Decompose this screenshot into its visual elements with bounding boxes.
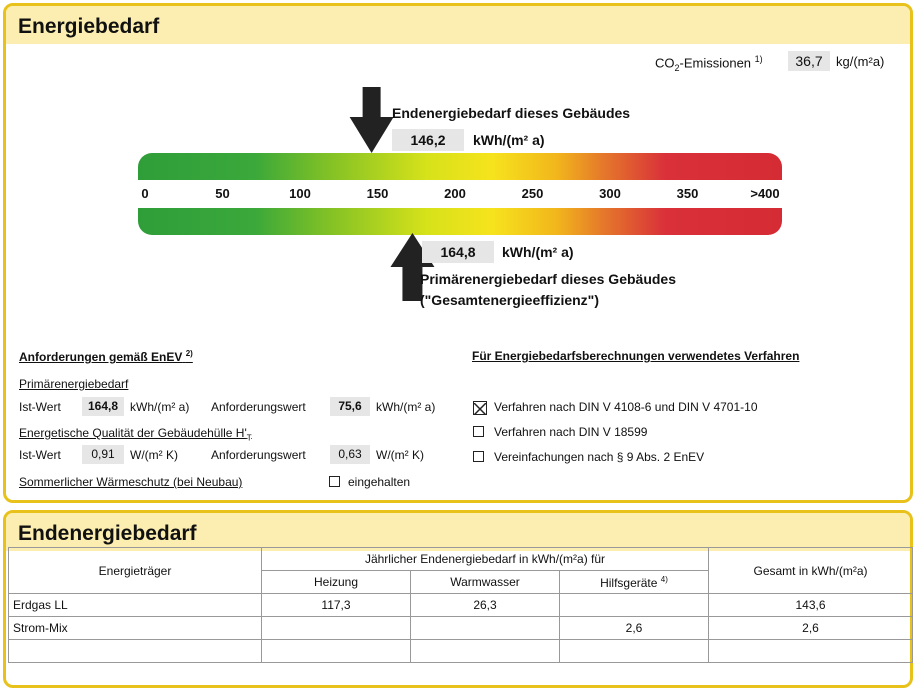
cell-warmwasser bbox=[410, 616, 560, 640]
verfahren-heading: Für Energiebedarfsberechnungen verwendet… bbox=[472, 349, 800, 363]
header-hilfsgeraete-text: Hilfsgeräte bbox=[600, 575, 658, 590]
ist2-unit: W/(m² K) bbox=[130, 448, 178, 462]
cell-hilfs: 2,6 bbox=[559, 616, 709, 640]
scale-tick: >400 bbox=[750, 186, 780, 201]
checkbox[interactable] bbox=[473, 451, 484, 462]
anf-label: Anforderungswert bbox=[211, 400, 306, 414]
scale-tick: 300 bbox=[599, 186, 621, 201]
ist2-label: Ist-Wert bbox=[19, 448, 61, 462]
cell-heizung bbox=[261, 616, 411, 640]
co2-label: CO2-Emissionen 1) bbox=[655, 54, 763, 73]
co2-value: 36,7 bbox=[788, 51, 830, 71]
header-gesamt: Gesamt in kWh/(m²a) bbox=[708, 547, 913, 594]
scale-tick: 250 bbox=[521, 186, 544, 201]
table-row: Strom-Mix 2,6 2,6 bbox=[8, 616, 913, 640]
ist-value: 164,8 bbox=[82, 397, 124, 416]
co2-label-text: CO bbox=[655, 55, 675, 71]
ist-unit: kWh/(m² a) bbox=[130, 400, 190, 414]
check-x-icon bbox=[473, 402, 487, 416]
header-warmwasser: Warmwasser bbox=[410, 570, 560, 594]
sommer-checkbox[interactable] bbox=[329, 476, 340, 487]
header-heizung: Heizung bbox=[261, 570, 411, 594]
cell-heizung bbox=[261, 639, 411, 663]
ist-label: Ist-Wert bbox=[19, 400, 61, 414]
verfahren-option-label: Verfahren nach DIN V 18599 bbox=[494, 425, 648, 439]
ist2-value: 0,91 bbox=[82, 445, 124, 464]
scale-tick: 200 bbox=[444, 186, 466, 201]
header-hilfsgeraete: Hilfsgeräte 4) bbox=[559, 570, 709, 594]
cell-traeger bbox=[8, 639, 262, 663]
scale-tick: 0 bbox=[141, 186, 149, 201]
huelle-sub: T bbox=[246, 433, 252, 443]
endenergie-unit: kWh/(m² a) bbox=[473, 132, 545, 148]
anf2-value: 0,63 bbox=[330, 445, 370, 464]
scale-tick: 350 bbox=[676, 186, 699, 201]
primaerenergie-label: Primärenergiebedarf dieses Gebäudes bbox=[420, 271, 676, 287]
scale-tick: 50 bbox=[215, 186, 230, 201]
anforderungen-footnote: 2) bbox=[185, 349, 193, 358]
verfahren-option-label: Verfahren nach DIN V 4108-6 und DIN V 47… bbox=[494, 400, 758, 414]
anf-value: 75,6 bbox=[330, 397, 370, 416]
anf-unit: kWh/(m² a) bbox=[376, 400, 436, 414]
primaerenergie-label-2: ("Gesamtenergieeffizienz") bbox=[420, 292, 599, 308]
cell-traeger: Strom-Mix bbox=[8, 616, 262, 640]
endenergie-value: 146,2 bbox=[392, 129, 464, 151]
panel-title-2: Endenergiebedarf bbox=[18, 522, 197, 545]
checkbox-checked[interactable] bbox=[473, 401, 487, 416]
table-row: Erdgas LL 117,3 26,3 143,6 bbox=[8, 593, 913, 617]
endenergie-arrow-icon bbox=[349, 87, 394, 153]
sommer-check-label: eingehalten bbox=[348, 475, 411, 489]
verfahren-option-label: Vereinfachungen nach § 9 Abs. 2 EnEV bbox=[494, 450, 705, 464]
cell-gesamt bbox=[708, 639, 913, 663]
cell-hilfs bbox=[559, 593, 709, 617]
primaer-heading: Primärenergiebedarf bbox=[19, 377, 129, 391]
cell-warmwasser bbox=[410, 639, 560, 663]
anf2-unit: W/(m² K) bbox=[376, 448, 424, 462]
co2-label-suffix: -Emissionen bbox=[679, 55, 752, 71]
header-hilfsgeraete-fn: 4) bbox=[660, 574, 668, 584]
table-subheader-row: Heizung Warmwasser Hilfsgeräte 4) bbox=[9, 570, 913, 594]
endenergie-label: Endenergiebedarf dieses Gebäudes bbox=[392, 105, 631, 121]
cell-gesamt: 143,6 bbox=[708, 593, 913, 617]
scale-bar-bottom bbox=[138, 208, 782, 235]
cell-traeger: Erdgas LL bbox=[8, 593, 262, 617]
anf2-label: Anforderungswert bbox=[211, 448, 306, 462]
cell-warmwasser: 26,3 bbox=[410, 593, 560, 617]
co2-footnote: 1) bbox=[754, 54, 763, 64]
cell-gesamt: 2,6 bbox=[708, 616, 913, 640]
table-row bbox=[8, 639, 913, 663]
checkbox[interactable] bbox=[473, 426, 484, 437]
co2-unit: kg/(m²a) bbox=[836, 54, 885, 69]
panel-header-2: Endenergiebedarf bbox=[6, 513, 910, 551]
scale-bar-top bbox=[138, 153, 782, 180]
co2-sub: 2 bbox=[674, 62, 680, 73]
cell-heizung: 117,3 bbox=[261, 593, 411, 617]
scale-tick: 150 bbox=[366, 186, 389, 201]
energiebedarf-panel: Energiebedarf bbox=[3, 3, 913, 503]
anforderungen-heading-text: Anforderungen gemäß EnEV bbox=[19, 350, 183, 364]
header-energietraeger: Energieträger bbox=[8, 547, 262, 594]
anforderungen-heading: Anforderungen gemäß EnEV 2) bbox=[19, 349, 193, 364]
panel-title: Energiebedarf bbox=[18, 15, 160, 38]
scale-tick: 100 bbox=[289, 186, 311, 201]
primaerenergie-unit: kWh/(m² a) bbox=[502, 244, 574, 260]
endenergie-table: Energieträger Jährlicher Endenergiebedar… bbox=[8, 547, 913, 663]
huelle-heading-text: Energetische Qualität der Gebäudehülle H… bbox=[19, 426, 247, 440]
huelle-heading: Energetische Qualität der Gebäudehülle H… bbox=[19, 426, 252, 442]
header-group: Jährlicher Endenergiebedarf in kWh/(m²a)… bbox=[261, 547, 709, 571]
sommer-label: Sommerlicher Wärmeschutz (bei Neubau) bbox=[19, 475, 243, 489]
primaerenergie-value: 164,8 bbox=[422, 241, 494, 263]
cell-hilfs bbox=[559, 639, 709, 663]
panel-header: Energiebedarf bbox=[6, 6, 910, 44]
table-header-row: Energieträger Jährlicher Endenergiebedar… bbox=[8, 547, 913, 594]
